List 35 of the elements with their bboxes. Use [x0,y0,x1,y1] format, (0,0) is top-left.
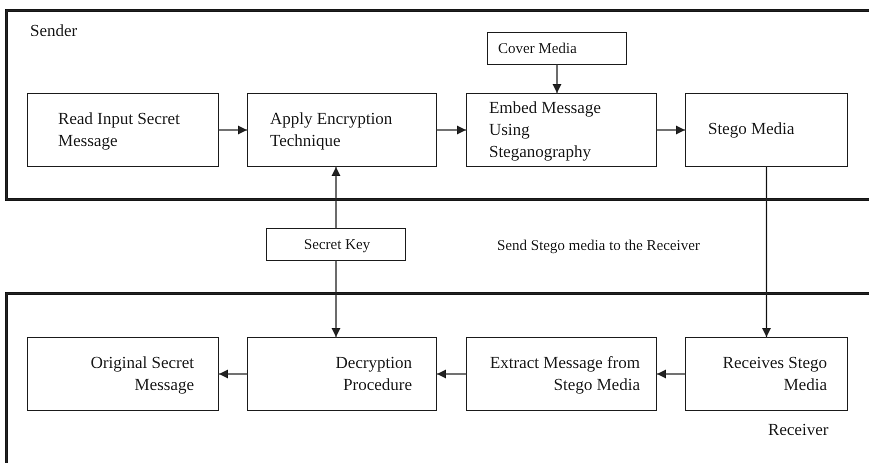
box-label: Secret Key [302,236,372,255]
box-label: Embed Message Using Steganography [489,97,602,163]
arrow [219,126,247,134]
process-box [487,32,627,65]
arrow [762,167,771,337]
process-box [685,93,848,167]
box-label: Decryption Procedure [334,352,412,396]
arrow [437,126,466,134]
edge-label: Send Stego media to the Receiver [495,238,702,255]
process-box [247,337,437,411]
box-label: Stego Media [708,118,796,140]
process-box [266,228,406,261]
process-box [247,93,437,167]
box-label: Read Input Secret Message [58,108,181,152]
arrow [552,65,562,93]
box-label: Original Secret Message [90,352,194,396]
process-box [27,337,219,411]
box-label: Extract Message from Stego Media [488,352,640,396]
process-box [466,337,657,411]
box-label: Apply Encryption Technique [270,108,394,152]
process-box [466,93,657,167]
arrow [332,167,340,228]
swimlane-band [5,292,869,463]
lane-title: Sender [30,20,78,42]
arrow [437,370,466,378]
lane-title: Receiver [768,419,828,441]
arrow [219,370,247,378]
arrow [332,261,340,337]
box-label: Receives Stego Media [722,352,827,396]
process-box [685,337,848,411]
process-box [27,93,219,167]
arrow [657,126,685,134]
box-label: Cover Media [498,40,578,59]
swimlane-band [5,9,869,201]
arrow [657,370,685,378]
